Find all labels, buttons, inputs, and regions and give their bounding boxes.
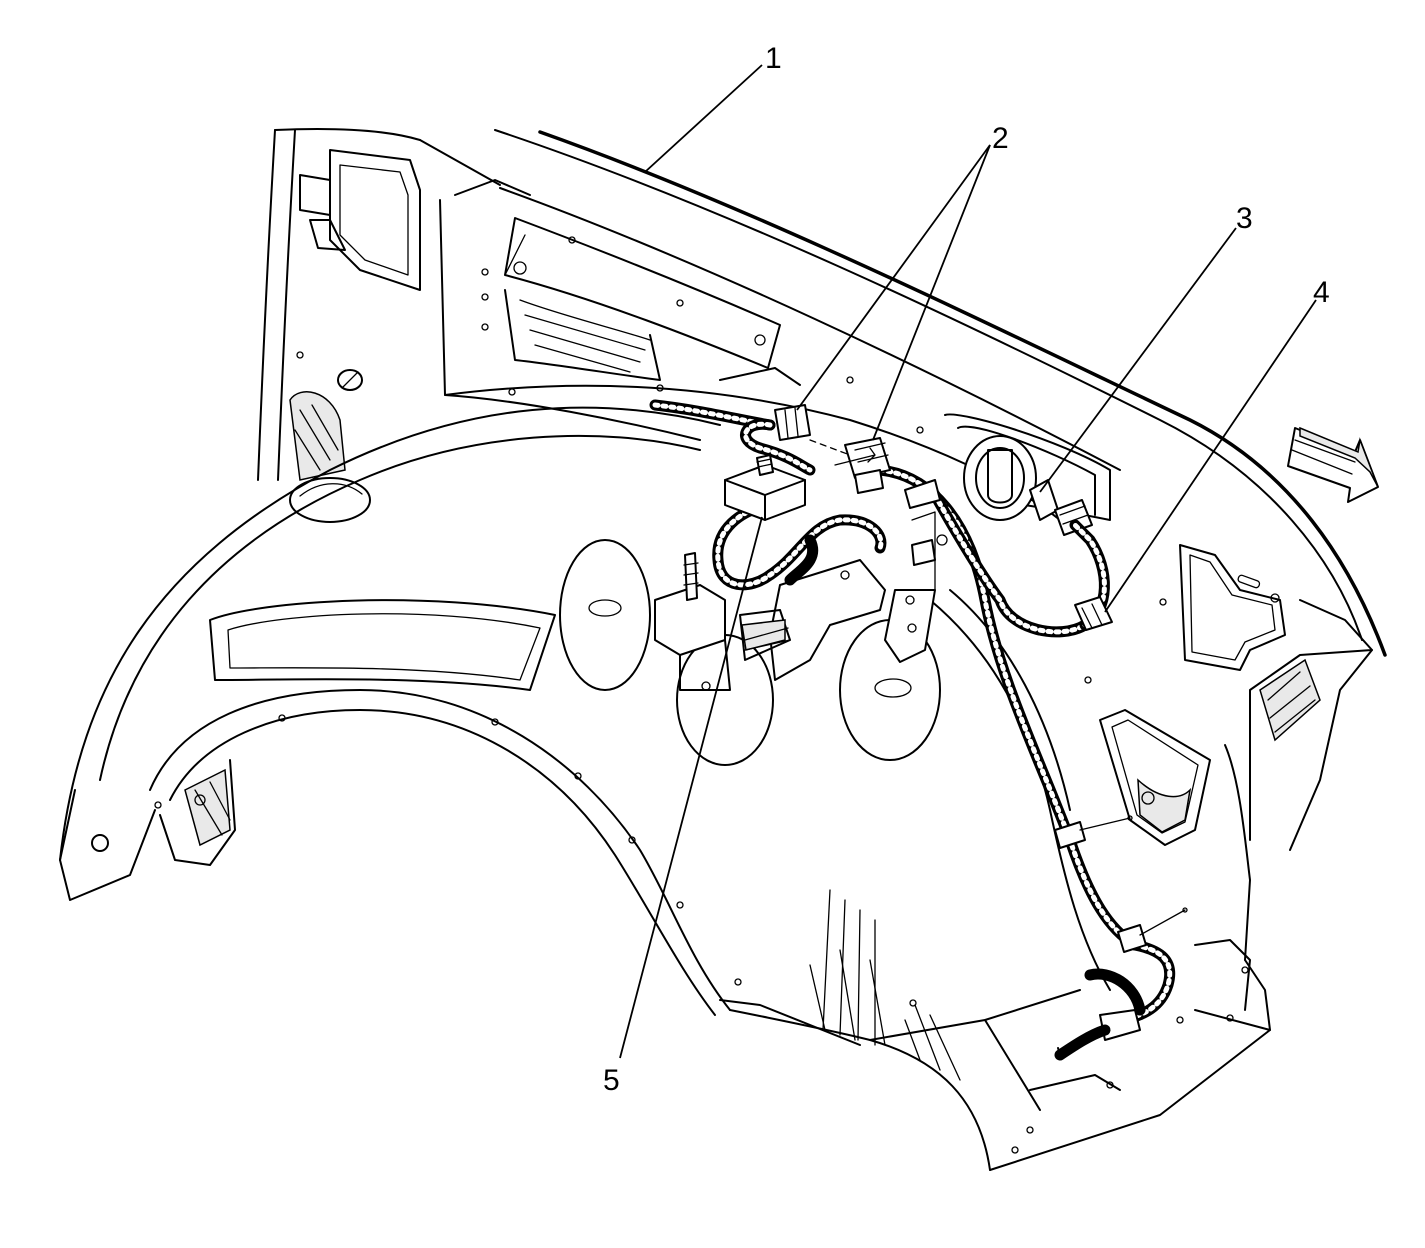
callout-1: 1 [765, 42, 782, 75]
sensor-connector [1074, 596, 1113, 631]
harness-connectors [774, 404, 891, 494]
callout-labels: 1 2 3 4 5 [603, 42, 1330, 1097]
mounting-bracket [654, 552, 936, 691]
callout-3: 3 [1236, 202, 1253, 235]
callout-5: 5 [603, 1064, 620, 1097]
callout-leaders [619, 64, 1317, 1059]
callout-4: 4 [1313, 276, 1330, 309]
horn [963, 435, 1059, 521]
panel-holes [296, 236, 924, 434]
rib-shading [809, 889, 961, 1081]
callout-2: 2 [992, 122, 1009, 155]
module-block [724, 454, 806, 521]
wheelhouse-liner [59, 406, 1271, 1171]
apron-panel [257, 128, 1387, 1154]
forward-arrow-icon [1287, 426, 1379, 503]
wiring-harness [649, 399, 1188, 1061]
